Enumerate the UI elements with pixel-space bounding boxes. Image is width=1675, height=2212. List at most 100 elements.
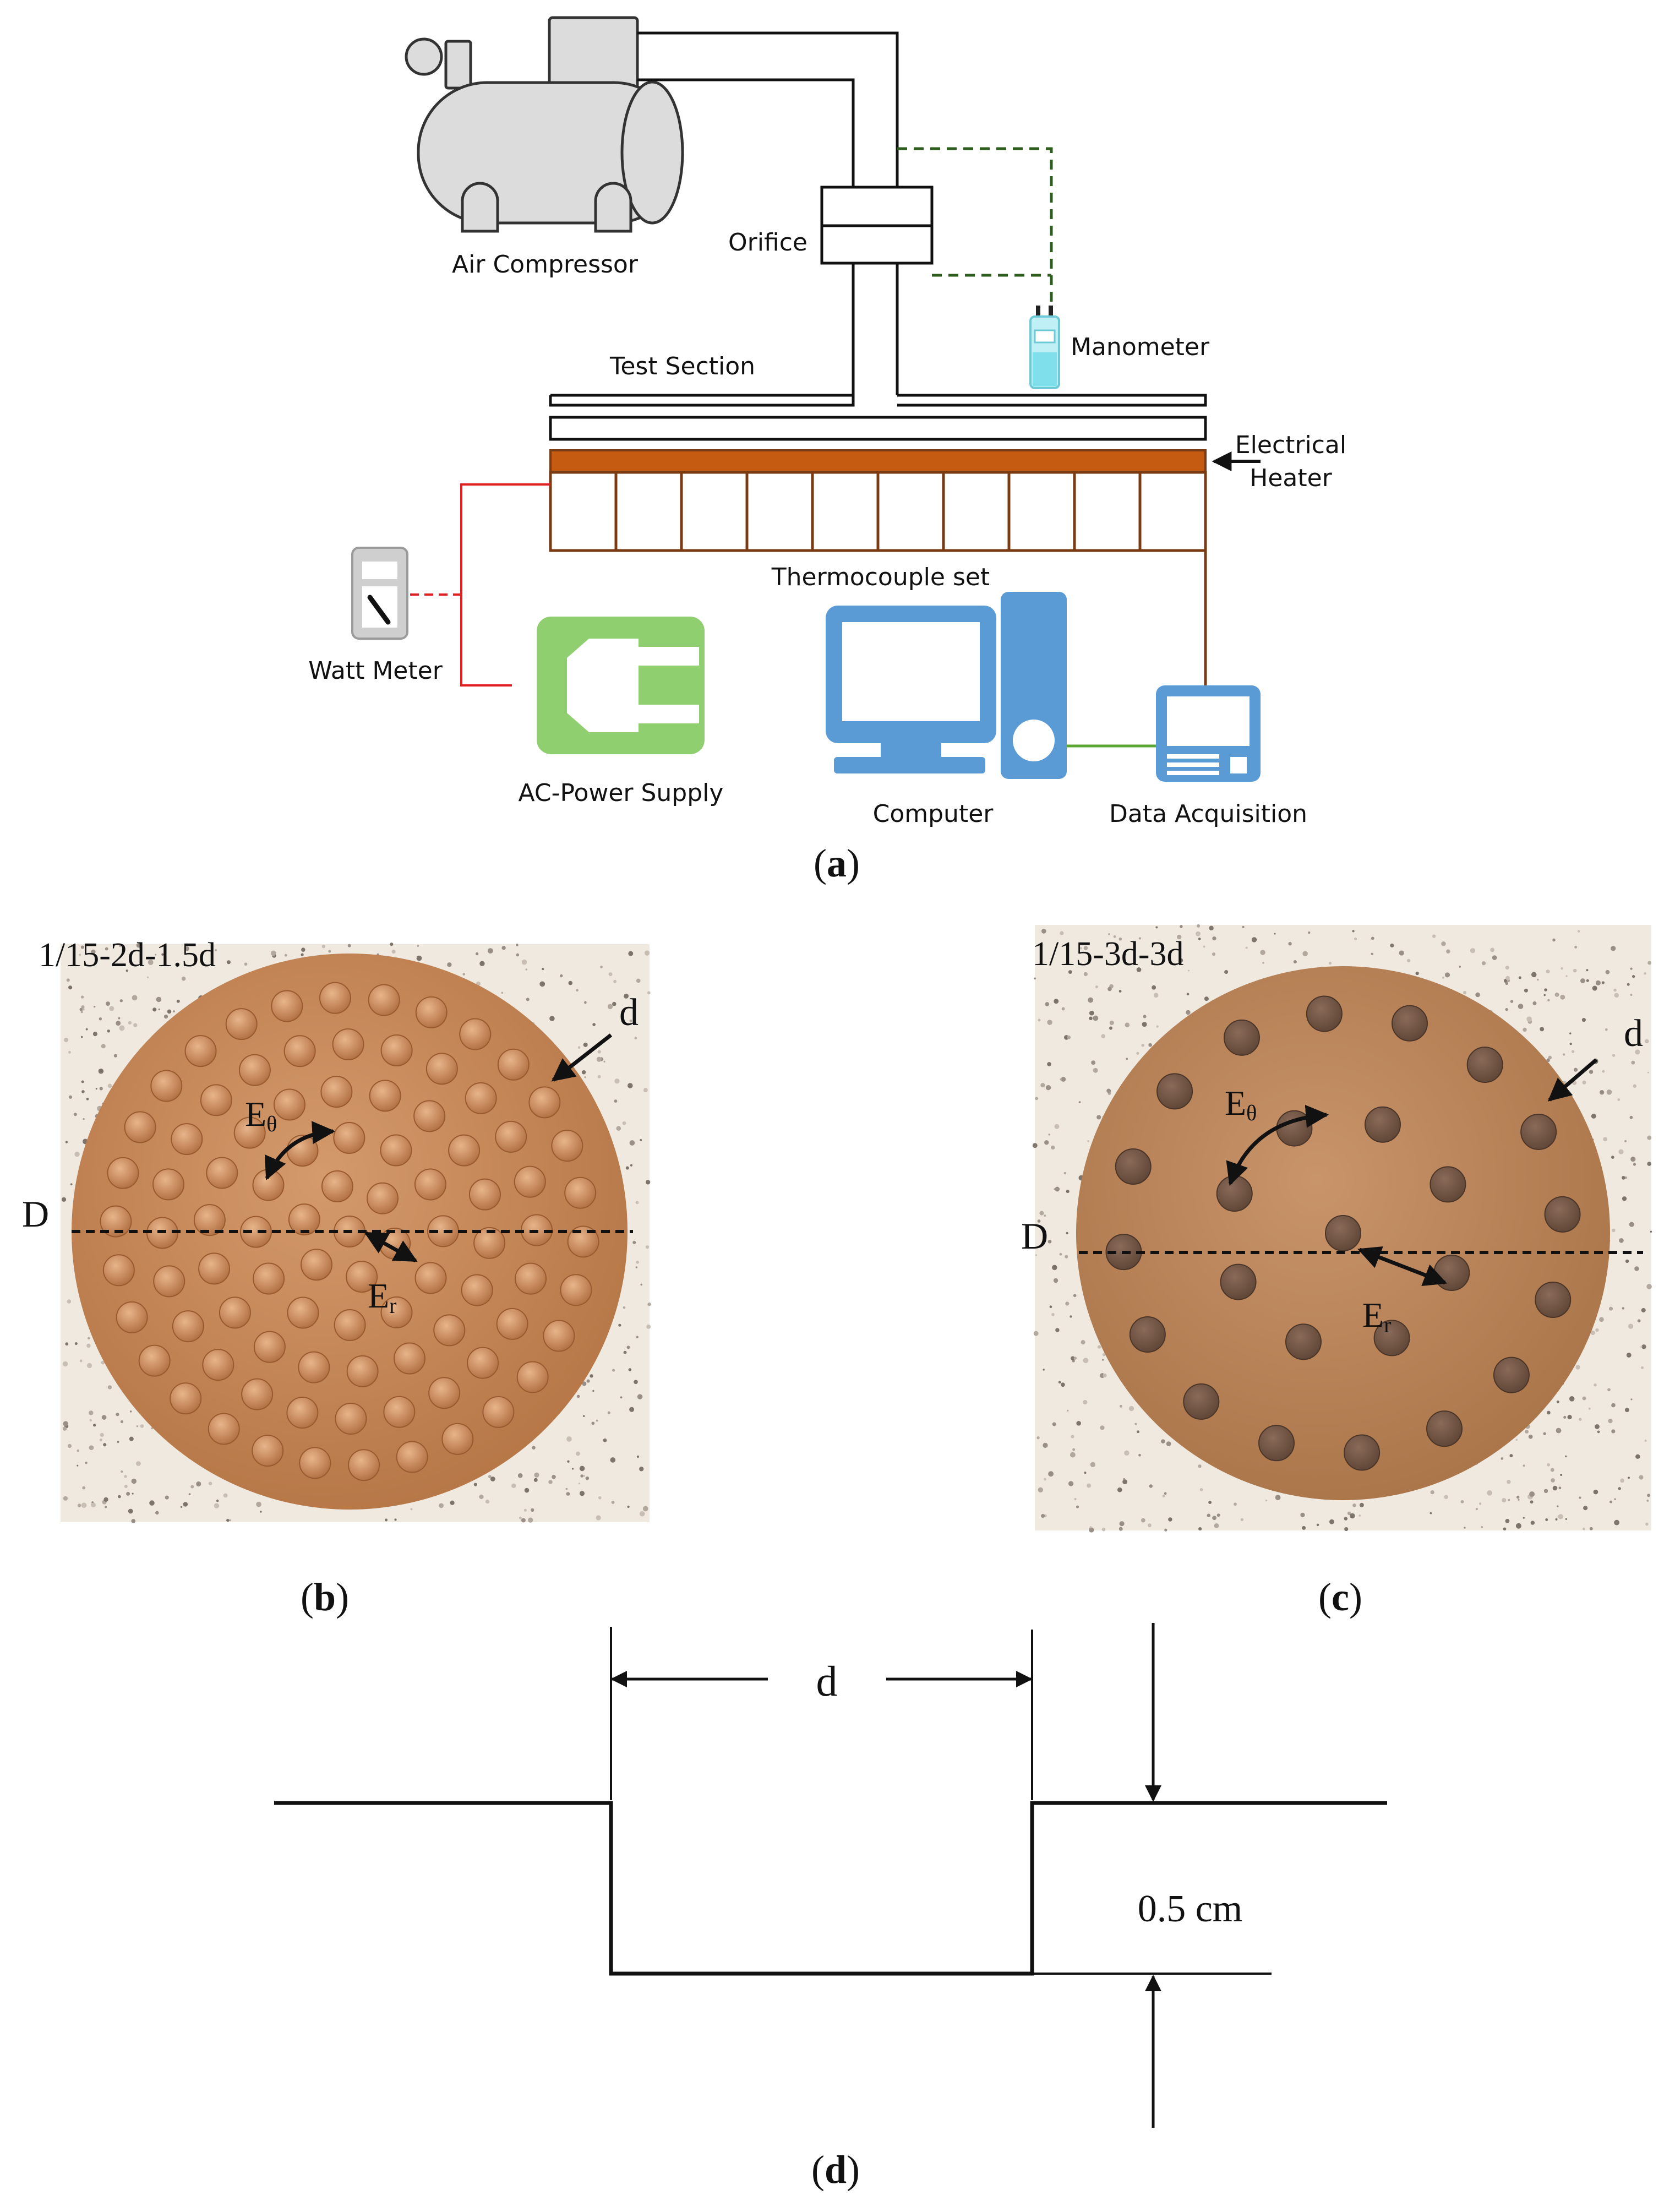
speckle: [214, 1503, 220, 1508]
computer-label: Computer: [873, 800, 994, 828]
speckle: [603, 1438, 607, 1442]
speckle: [163, 1014, 168, 1019]
speckle: [1100, 1425, 1105, 1430]
dimple: [200, 1084, 232, 1116]
dimple: [332, 1028, 364, 1061]
speckle: [1035, 1254, 1038, 1256]
speckle: [1088, 997, 1094, 1003]
speckle: [1580, 978, 1585, 983]
speckle: [1444, 1495, 1448, 1499]
speckle: [1216, 1513, 1220, 1517]
orifice-icon: [820, 186, 934, 265]
speckle: [1629, 1222, 1634, 1227]
dimple: [320, 1076, 353, 1108]
speckle: [1068, 970, 1072, 974]
ac-power-supply-icon: [537, 617, 705, 754]
speckle: [1055, 1328, 1060, 1332]
speckle: [244, 962, 248, 966]
speckle: [1609, 1500, 1612, 1503]
speckle: [81, 1090, 85, 1093]
speckle: [600, 966, 603, 968]
thermocouple-cell: [1007, 471, 1076, 552]
data-acquisition-icon: [1156, 685, 1261, 782]
speckle: [616, 1126, 621, 1131]
speckle: [99, 1438, 103, 1442]
speckle: [1074, 1498, 1077, 1501]
speckle: [1166, 1441, 1171, 1446]
speckle: [1224, 970, 1229, 974]
dimple: [150, 1070, 183, 1102]
dimple: [1285, 1323, 1322, 1360]
speckle: [1164, 1528, 1167, 1532]
speckle: [1212, 952, 1216, 956]
speckle: [1090, 1462, 1095, 1468]
speckle: [120, 1420, 123, 1424]
speckle: [1593, 1489, 1598, 1495]
speckle: [1156, 1025, 1159, 1028]
dimple: [396, 1441, 428, 1473]
speckle: [1630, 1398, 1633, 1401]
speckle: [1350, 1513, 1355, 1519]
speckle: [1113, 935, 1116, 938]
dimple: [240, 1216, 272, 1248]
orifice-label: Orifice: [728, 228, 808, 257]
speckle: [1347, 1511, 1351, 1516]
speckle: [1199, 1488, 1203, 1491]
speckle: [584, 1076, 586, 1078]
thermocouple-cell: [811, 471, 880, 552]
speckle: [1607, 1388, 1611, 1392]
speckle: [1460, 1500, 1464, 1503]
speckle: [1212, 936, 1216, 941]
speckle: [1619, 1238, 1624, 1243]
speckle: [79, 1007, 83, 1011]
speckle: [62, 1426, 67, 1431]
speckle: [80, 945, 84, 949]
speckle: [1531, 972, 1537, 978]
dimple: [564, 1176, 597, 1209]
speckle: [1344, 1527, 1349, 1532]
speckle: [1045, 1002, 1050, 1006]
speckle: [131, 1519, 136, 1523]
dimple: [287, 1296, 319, 1329]
speckle: [1597, 1430, 1600, 1434]
speckle: [629, 1140, 635, 1146]
dimple: [1223, 1019, 1260, 1056]
speckle: [1138, 937, 1142, 940]
speckle: [516, 944, 519, 946]
plate-b-d-label: d: [619, 991, 639, 1034]
speckle: [1551, 1478, 1555, 1483]
speckle: [1603, 1137, 1607, 1142]
speckle: [549, 1016, 555, 1021]
speckle: [447, 962, 452, 967]
speckle: [1586, 979, 1589, 982]
speckle: [66, 978, 70, 982]
speckle: [1588, 1407, 1591, 1410]
speckle: [1126, 1058, 1128, 1060]
speckle: [321, 945, 325, 949]
speckle: [1624, 1176, 1628, 1179]
speckle: [519, 1516, 522, 1519]
speckle: [596, 1419, 598, 1422]
speckle: [83, 1118, 85, 1120]
speckle: [639, 1467, 644, 1472]
dimple: [551, 1130, 583, 1162]
speckle: [487, 948, 493, 954]
speckle: [416, 955, 422, 961]
plate-b-title: 1/15-2d-1.5d: [39, 936, 216, 974]
speckle: [597, 1050, 601, 1054]
speckle: [1047, 1020, 1052, 1025]
speckle: [533, 1478, 538, 1482]
dimple: [1115, 1148, 1152, 1185]
speckle: [1148, 1523, 1152, 1528]
speckle: [81, 1080, 84, 1083]
speckle: [1352, 1503, 1356, 1507]
speckle: [1444, 972, 1450, 978]
dimple: [1156, 1073, 1193, 1110]
speckle: [1626, 1353, 1632, 1358]
speckle: [1612, 1054, 1616, 1057]
speckle: [548, 1480, 553, 1484]
speckle: [1548, 1055, 1552, 1060]
speckle: [107, 1083, 112, 1088]
speckle: [1565, 1455, 1567, 1458]
speckle: [583, 1415, 585, 1418]
